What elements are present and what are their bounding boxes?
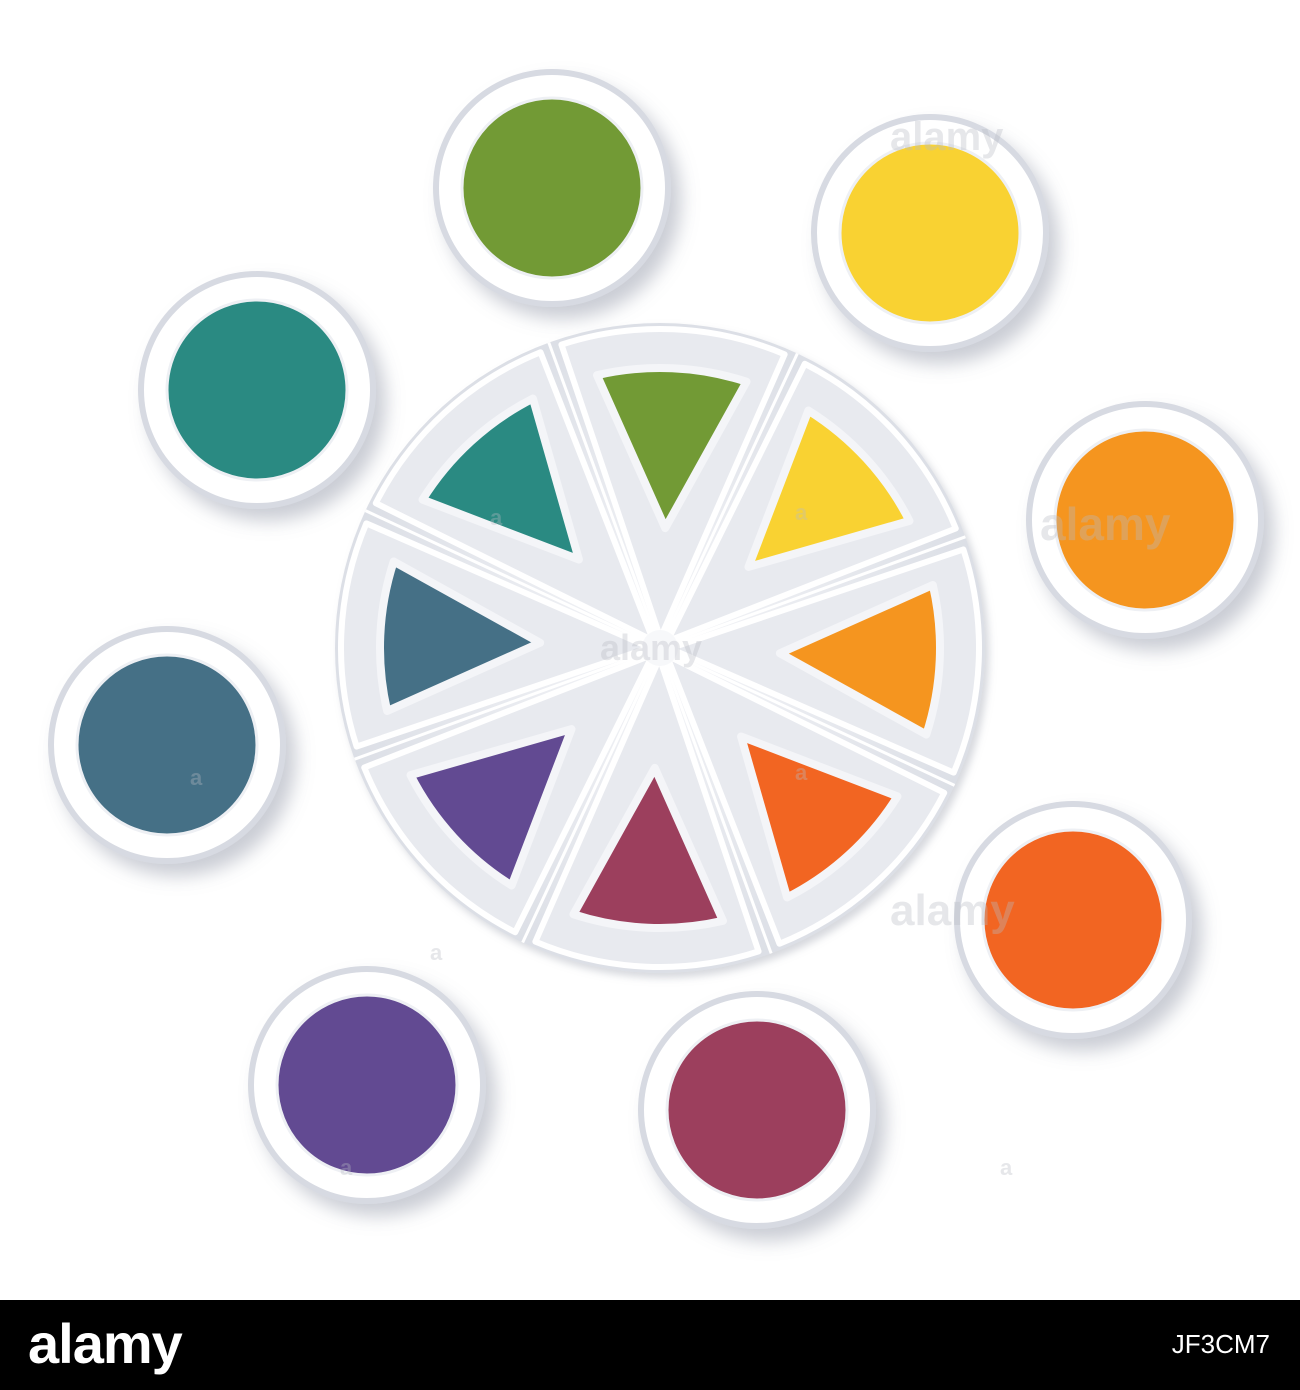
- wheel-segment-yellow: [658, 352, 959, 649]
- watermark-mark: a: [490, 505, 503, 530]
- watermark-mark: a: [1000, 1155, 1013, 1180]
- satellite-circle-yellow: [811, 114, 1049, 352]
- satellite-circle-slate-blue: [48, 626, 286, 864]
- watermark-mark: a: [795, 500, 808, 525]
- watermark-mark: a: [430, 940, 443, 965]
- satellite-circle-crimson: [638, 991, 876, 1229]
- wheel-segment-orange: [659, 535, 982, 776]
- watermark-mark: a: [795, 760, 808, 785]
- watermark-brand: alamy: [1040, 498, 1171, 550]
- footer-bar: alamy JF3CM7: [0, 1300, 1300, 1390]
- watermark-brand: alamy: [600, 627, 702, 668]
- satellite-circle-purple: [248, 966, 486, 1204]
- wheel-hub: [642, 630, 678, 666]
- wheel-segment-slate-blue: [338, 520, 661, 761]
- watermark-layer: alamy alamy alamy alamy a a a a a a a: [190, 115, 1171, 1180]
- watermark-brand: alamy: [890, 115, 1004, 159]
- satellite-circle-orange: [1026, 401, 1264, 639]
- wheel-segment-green: [547, 326, 788, 649]
- wheel-segment-teal: [364, 349, 661, 650]
- segmented-wheel: [335, 323, 985, 973]
- wheel-segment-red-orange: [659, 646, 956, 947]
- wheel-segment-crimson: [532, 647, 773, 970]
- wheel-segment-purple: [361, 647, 662, 944]
- satellite-circles: [48, 69, 1264, 1229]
- watermark-mark: a: [190, 765, 203, 790]
- footer-brand-logo: alamy: [28, 1312, 183, 1375]
- watermark-brand: alamy: [890, 886, 1015, 935]
- satellite-circle-teal: [138, 271, 376, 509]
- satellite-circle-red-orange: [954, 801, 1192, 1039]
- footer-image-code: JF3CM7: [1171, 1329, 1270, 1359]
- color-wheel-diagram: alamy alamy alamy alamy a a a a a a a: [48, 69, 1264, 1229]
- satellite-circle-green: [433, 69, 671, 307]
- watermark-mark: a: [340, 1155, 353, 1180]
